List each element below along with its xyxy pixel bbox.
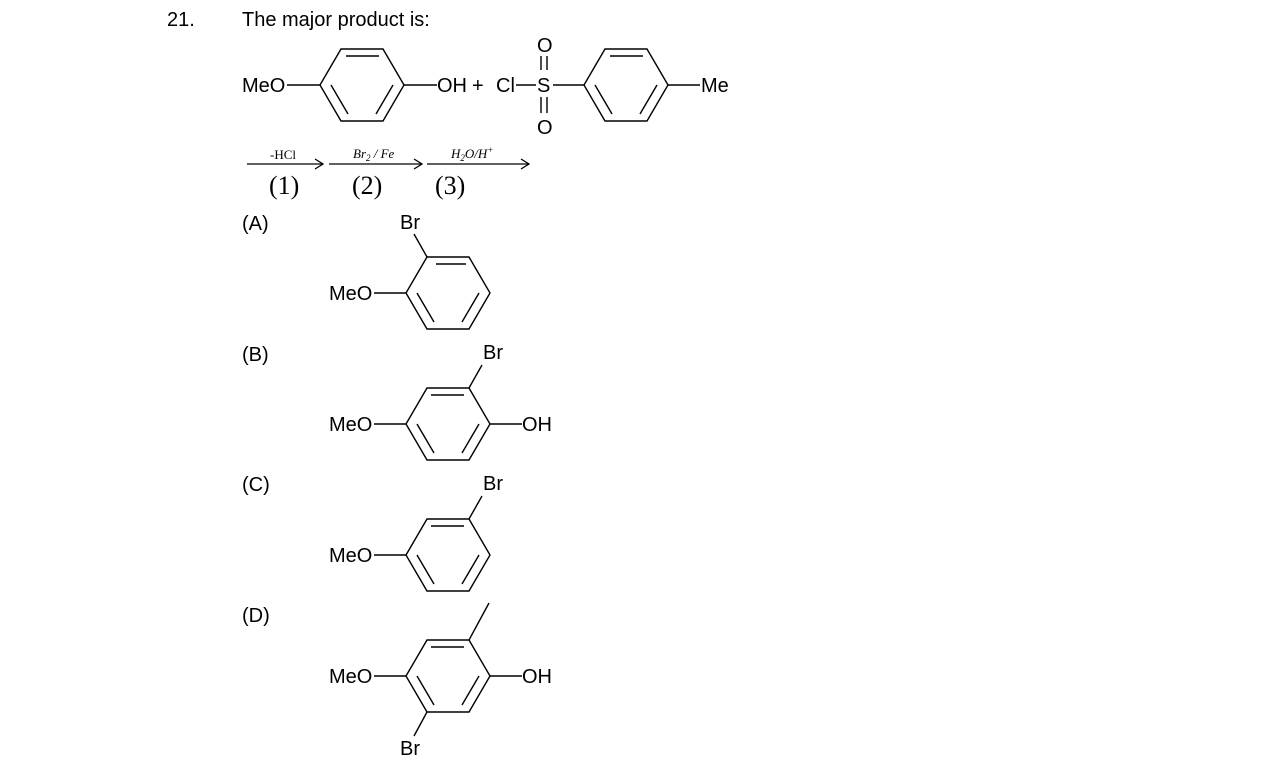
option-d[interactable]: (D) MeO OH Br (242, 602, 552, 760)
option-d-ring (405, 639, 491, 713)
option-b-label: (B) (242, 344, 269, 366)
benzene-ring-1 (319, 48, 405, 122)
option-d-bromo: Br (400, 738, 420, 760)
option-d-hydroxy: OH (522, 666, 552, 688)
benzene-ring-2 (583, 48, 669, 122)
option-d-label: (D) (242, 605, 270, 627)
option-c-ring (405, 518, 491, 592)
plus-sign: + (472, 75, 484, 97)
reactant-tosyl-chloride: Cl S O O Me (496, 35, 729, 139)
step2-reagent: Br2 / Fe (353, 146, 395, 163)
reactant-methoxy-label: MeO (242, 75, 285, 97)
reactant-hydroxy-label: OH (437, 75, 467, 97)
option-b[interactable]: (B) MeO Br OH (242, 342, 552, 461)
option-a-methoxy: MeO (329, 283, 372, 305)
option-a-label: (A) (242, 213, 269, 235)
option-b-bromo: Br (483, 342, 503, 364)
oxygen-bottom-label: O (537, 117, 553, 139)
option-d-methoxy: MeO (329, 666, 372, 688)
option-c-bromo: Br (483, 473, 503, 495)
step1-reagent: -HCl (270, 147, 296, 162)
option-b-methoxy: MeO (329, 414, 372, 436)
option-c[interactable]: (C) MeO Br (242, 473, 503, 592)
step2-label: (2) (352, 171, 382, 200)
chlorine-label: Cl (496, 75, 515, 97)
reaction-step-1: -HCl (1) (247, 147, 325, 200)
step1-label: (1) (269, 171, 299, 200)
sulfur-label: S (537, 75, 550, 97)
option-a-bromo: Br (400, 212, 420, 234)
step3-reagent: H2O/H+ (450, 145, 493, 163)
question-number: 21. (167, 9, 195, 31)
option-c-methoxy: MeO (329, 545, 372, 567)
oxygen-top-label: O (537, 35, 553, 57)
step3-label: (3) (435, 171, 465, 200)
reactant-methoxyphenol: MeO OH (242, 48, 467, 122)
option-b-ring (405, 387, 491, 461)
option-b-hydroxy: OH (522, 414, 552, 436)
question-text: The major product is: (242, 9, 430, 31)
reaction-step-2: Br2 / Fe (2) (329, 146, 424, 200)
option-a-ring (405, 256, 491, 330)
option-a[interactable]: (A) MeO Br (242, 212, 491, 330)
option-d-methyl-bond (468, 602, 490, 641)
option-c-label: (C) (242, 474, 270, 496)
methyl-label: Me (701, 75, 729, 97)
reaction-step-3: H2O/H+ (3) (427, 145, 531, 200)
